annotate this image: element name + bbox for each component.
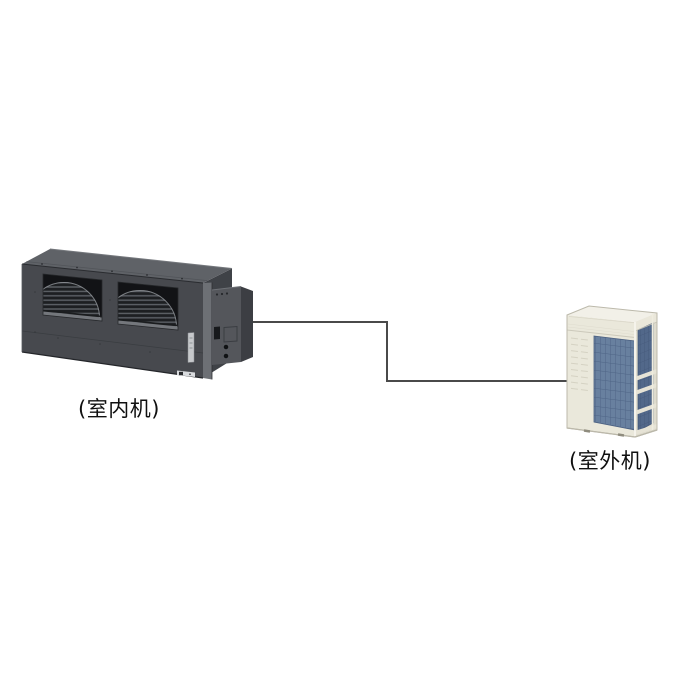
end-flange	[203, 282, 212, 380]
refrigerant-connection-line	[253, 321, 567, 382]
outdoor-unit-label: (室外机)	[569, 449, 651, 473]
top-panel-screws	[41, 263, 183, 280]
control-box	[211, 286, 253, 365]
wiring-slot	[214, 326, 220, 340]
control-box-screws	[215, 292, 229, 296]
front-grille	[593, 335, 636, 431]
spec-sticker	[187, 332, 195, 363]
side-grille	[634, 313, 658, 435]
knockout-hole	[223, 344, 229, 350]
unit-feet	[583, 429, 625, 437]
side-vent-louvers	[570, 337, 591, 392]
knockout-hole	[223, 353, 229, 359]
outdoor-unit-top-panel	[567, 306, 657, 322]
outdoor-unit-illustration	[566, 305, 658, 438]
indoor-unit-illustration	[21, 248, 253, 380]
front-panel-screws	[34, 291, 151, 353]
indoor-unit-label: (室内机)	[78, 397, 160, 421]
terminal-cover	[223, 325, 238, 343]
side-frame-rails	[634, 369, 658, 435]
indoor-unit-top-panel	[22, 249, 232, 283]
